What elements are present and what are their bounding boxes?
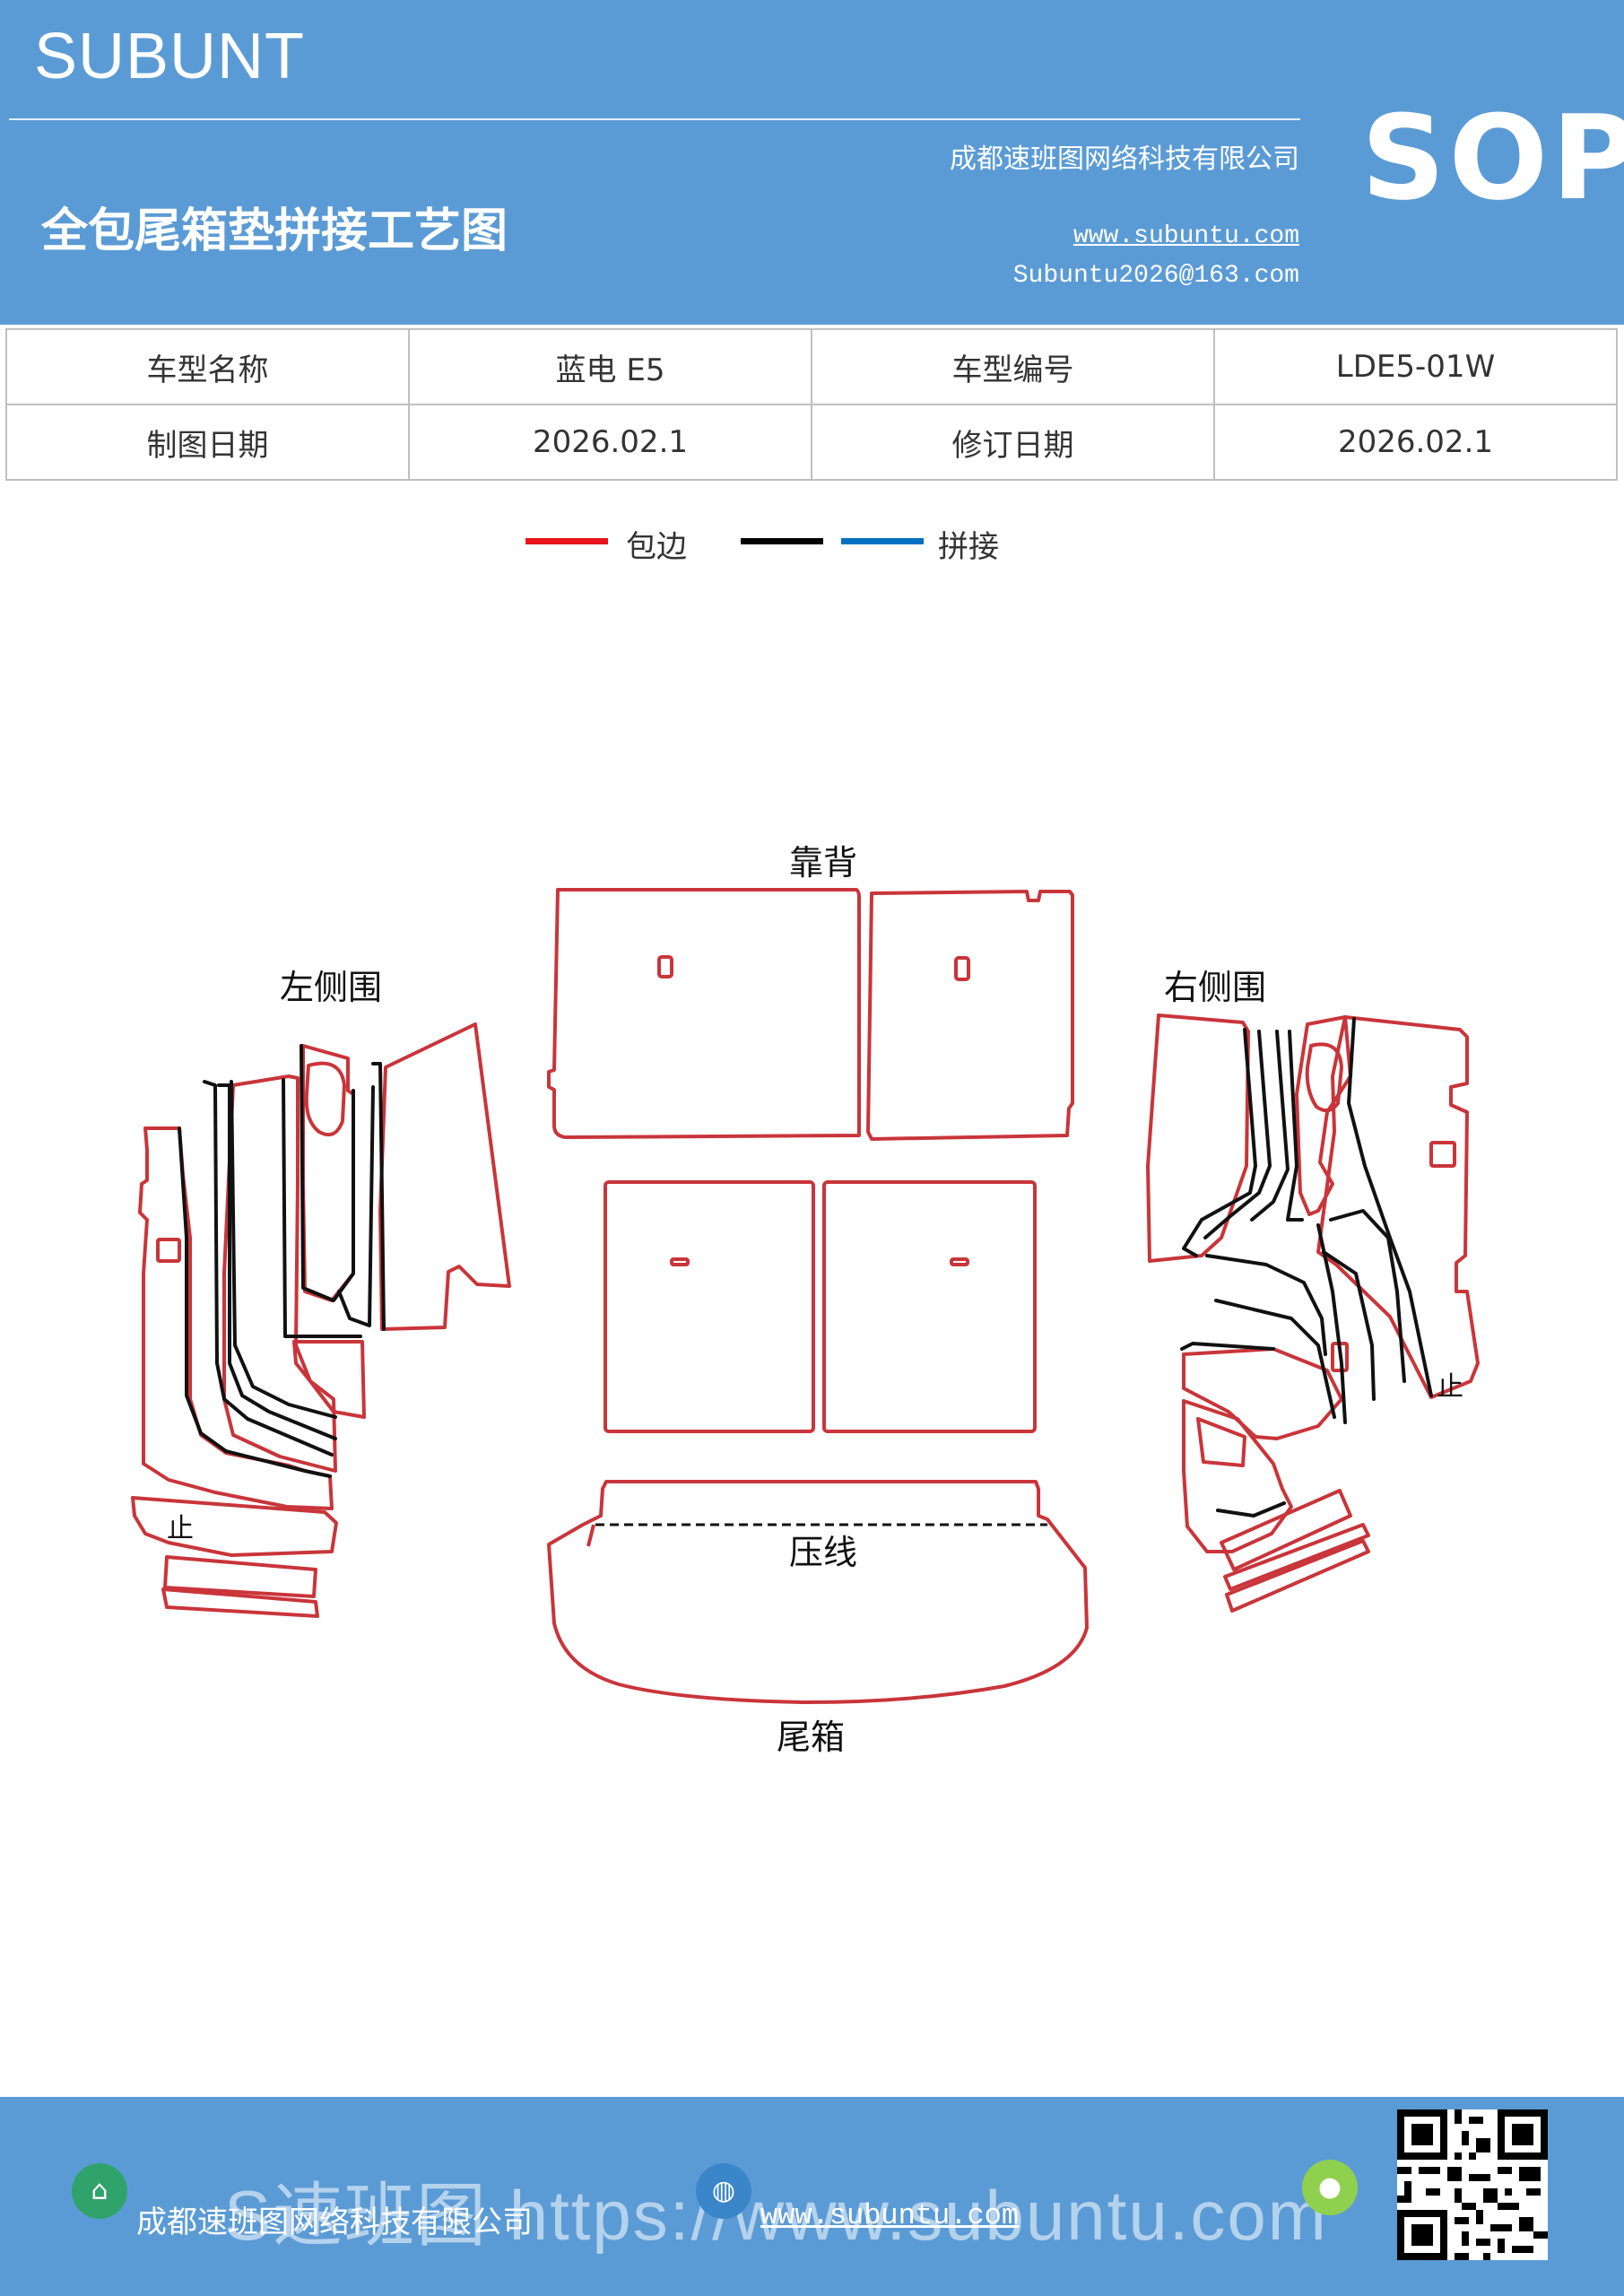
footer-watermark: S速班图 https://www.subuntu.com <box>224 2176 1328 2255</box>
legend-label-binding: 包边 <box>626 529 687 565</box>
right-side-inner-triangle <box>1196 1417 1246 1467</box>
table-cell: 蓝电 E5 <box>408 328 812 405</box>
left-seam-1 <box>178 1126 332 1478</box>
left-seam-8 <box>371 1062 386 1331</box>
left-side-outer-panel <box>138 1126 334 1510</box>
document-title: 全包尾箱垫拼接工艺图 <box>41 204 508 258</box>
backrest-right-slot <box>954 956 970 981</box>
floor-right-slot <box>950 1257 969 1266</box>
wechat-icon: ● <box>1302 2160 1358 2215</box>
right-seam-11 <box>1180 1342 1275 1351</box>
label-left-side: 左侧围 <box>280 968 382 1007</box>
table-cell: 制图日期 <box>5 404 410 481</box>
legend-line-black <box>741 538 823 544</box>
floor-right-panel <box>822 1180 1037 1433</box>
sop-badge: SOP <box>1361 90 1624 226</box>
right-seam-7 <box>1214 1299 1336 1419</box>
email-address[interactable]: Subuntu2026@163.com <box>1012 262 1299 290</box>
left-seam-4 <box>230 1080 337 1419</box>
vehicle-info-table: 车型名称 蓝电 E5 车型编号 LDE5-01W 制图日期 2026.02.1 … <box>5 328 1618 481</box>
brand-name: SUBUNT <box>34 21 306 92</box>
right-side-rear-panel <box>1316 1015 1480 1399</box>
right-side-slot <box>1429 1141 1456 1168</box>
legend-label-splice: 拼接 <box>938 529 999 565</box>
website-link[interactable]: www.subuntu.com <box>1073 222 1299 250</box>
table-cell: 2026.02.1 <box>1213 404 1618 481</box>
right-side-strip-3 <box>1225 1539 1370 1613</box>
left-side-wheel-arch <box>304 1061 346 1136</box>
table-cell: 修订日期 <box>811 404 1215 481</box>
globe-icon: ◍ <box>696 2163 751 2219</box>
left-seam-6 <box>300 1044 355 1302</box>
label-stop-right: 止 <box>1437 1371 1463 1403</box>
backrest-left-panel <box>547 888 861 1139</box>
label-crease: 压线 <box>789 1533 857 1572</box>
qr-code <box>1397 2109 1548 2260</box>
legend: 包边 拼接 <box>0 520 1624 574</box>
left-seam-2 <box>203 1080 334 1457</box>
right-side-front-panel <box>1146 1013 1250 1263</box>
right-side-strip-2 <box>1223 1523 1370 1591</box>
right-side-arch-panel <box>1295 1015 1352 1216</box>
company-name: 成都速班图网络科技有限公司 <box>950 144 1299 175</box>
crease-start-mark <box>586 1524 595 1547</box>
left-side-rear-panel <box>378 1022 511 1331</box>
right-side-mid-panel <box>1182 1347 1343 1440</box>
table-row: 车型名称 蓝电 E5 车型编号 LDE5-01W <box>5 328 1618 405</box>
right-side-wheel-arch <box>1305 1042 1343 1113</box>
right-seam-4 <box>1286 1030 1304 1222</box>
building-icon: ⌂ <box>72 2163 127 2219</box>
trunk-mat-diagram: 靠背 左侧围 右侧围 压线 尾箱 止 止 <box>131 843 1480 1757</box>
table-cell: LDE5-01W <box>1213 328 1618 405</box>
right-seam-6 <box>1205 1254 1327 1356</box>
right-seam-9 <box>1322 1250 1376 1401</box>
right-seam-5 <box>1347 1017 1433 1397</box>
label-stop-left: 止 <box>167 1513 194 1544</box>
right-side-strip-1 <box>1220 1489 1352 1571</box>
label-backrest: 靠背 <box>789 843 857 883</box>
label-right-side: 右侧围 <box>1164 968 1266 1007</box>
footer-company-name: 成都速班图网络科技有限公司 <box>136 2205 533 2240</box>
left-seam-3 <box>217 1083 337 1440</box>
footer-website-link[interactable]: www.subuntu.com <box>760 2199 1020 2232</box>
trunk-floor-panel <box>547 1480 1089 1704</box>
header-divider <box>9 118 1300 120</box>
table-cell: 车型名称 <box>5 328 410 405</box>
right-side-bottom-panel <box>1182 1399 1293 1553</box>
backrest-right-panel <box>866 890 1074 1141</box>
left-side-strip-2 <box>163 1555 317 1598</box>
right-seam-10 <box>1316 1223 1347 1424</box>
right-seam-1 <box>1182 1028 1257 1257</box>
right-seam-2 <box>1203 1030 1272 1239</box>
left-side-strip-3 <box>161 1587 319 1618</box>
left-seam-7 <box>337 1085 375 1327</box>
left-side-notch-panel <box>292 1340 366 1419</box>
left-side-slot <box>156 1238 181 1263</box>
table-cell: 2026.02.1 <box>408 404 812 481</box>
footer-banner: S速班图 https://www.subuntu.com ⌂ 成都速班图网络科技… <box>0 2097 1624 2296</box>
table-row: 制图日期 2026.02.1 修订日期 2026.02.1 <box>5 404 1618 481</box>
header-banner: SUBUNT 成都速班图网络科技有限公司 全包尾箱垫拼接工艺图 www.subu… <box>0 0 1624 325</box>
label-trunk: 尾箱 <box>777 1718 845 1757</box>
floor-left-panel <box>604 1180 815 1433</box>
right-seam-12 <box>1216 1501 1286 1518</box>
backrest-left-slot <box>657 955 673 978</box>
table-cell: 车型编号 <box>811 328 1215 405</box>
legend-line-red <box>525 538 608 544</box>
right-seam-3 <box>1250 1030 1290 1222</box>
left-side-strip-1 <box>131 1496 338 1557</box>
floor-left-slot <box>670 1257 690 1266</box>
legend-line-blue <box>841 538 924 544</box>
left-seam-5 <box>282 1078 362 1338</box>
right-seam-8 <box>1329 1209 1406 1383</box>
